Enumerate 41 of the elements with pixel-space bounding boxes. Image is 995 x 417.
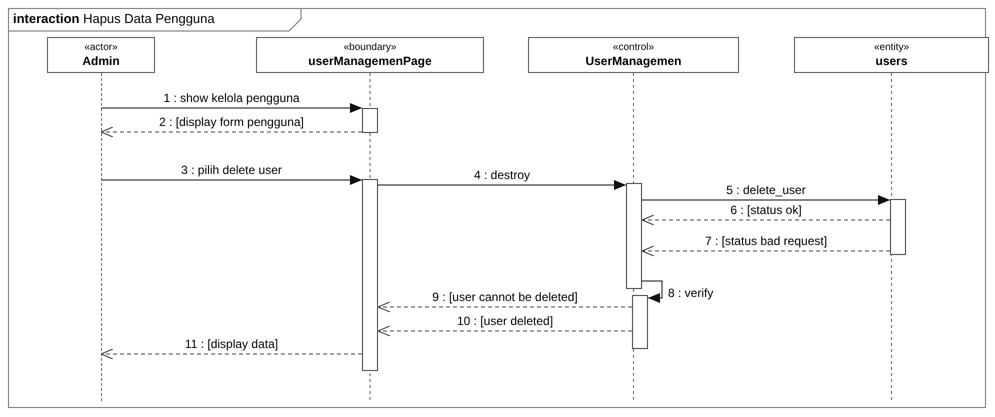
stereotype-label: «actor» [84, 42, 118, 54]
message-label: 6 : [status ok] [728, 204, 804, 217]
lifeline-name: userManagemenPage [308, 54, 432, 68]
stereotype-label: «control» [612, 42, 654, 54]
message-label: 1 : show kelola pengguna [161, 92, 302, 105]
lifeline-head-box [794, 37, 989, 73]
message-label: 5 : delete_user [724, 184, 808, 197]
message-label: 7 : [status bad request] [702, 235, 830, 248]
stereotype-label: «boundary» [344, 42, 396, 54]
activation-bar [626, 183, 642, 289]
return-message-arrow [642, 214, 890, 226]
message-arrow [378, 180, 626, 190]
return-message-arrow [100, 348, 362, 360]
message-label: 10 : [user deleted] [454, 315, 556, 328]
message-label: 8 : verify [666, 287, 716, 300]
message-arrow [642, 195, 890, 205]
lifeline-head-box [47, 37, 155, 73]
message-arrow [642, 280, 662, 303]
return-message-arrow [378, 326, 632, 336]
frame-title: interaction Hapus Data Pengguna [13, 11, 215, 26]
lifeline-name: UserManagemen [585, 54, 682, 68]
return-message-arrow [642, 246, 890, 256]
activation-bar [362, 179, 378, 371]
lifeline-name: Admin [82, 54, 120, 68]
return-message-arrow [378, 302, 632, 312]
return-message-arrow [100, 126, 362, 138]
message-label: 3 : pilih delete user [179, 164, 284, 177]
activation-bar [890, 199, 906, 255]
message-label: 11 : [display data] [182, 338, 280, 351]
lifeline-head-box [528, 37, 739, 73]
interaction-frame [8, 8, 986, 408]
lifeline-head-box [256, 37, 484, 73]
message-label: 2 : [display form pengguna] [157, 116, 306, 129]
message-arrow [100, 175, 362, 185]
activation-bar [362, 108, 378, 133]
message-label: 4 : destroy [472, 169, 532, 182]
lifeline-name: users [875, 54, 908, 68]
stereotype-label: «entity» [874, 42, 910, 54]
message-arrow [100, 103, 362, 113]
message-label: 9 : [user cannot be deleted] [430, 291, 580, 304]
activation-bar [632, 295, 648, 349]
